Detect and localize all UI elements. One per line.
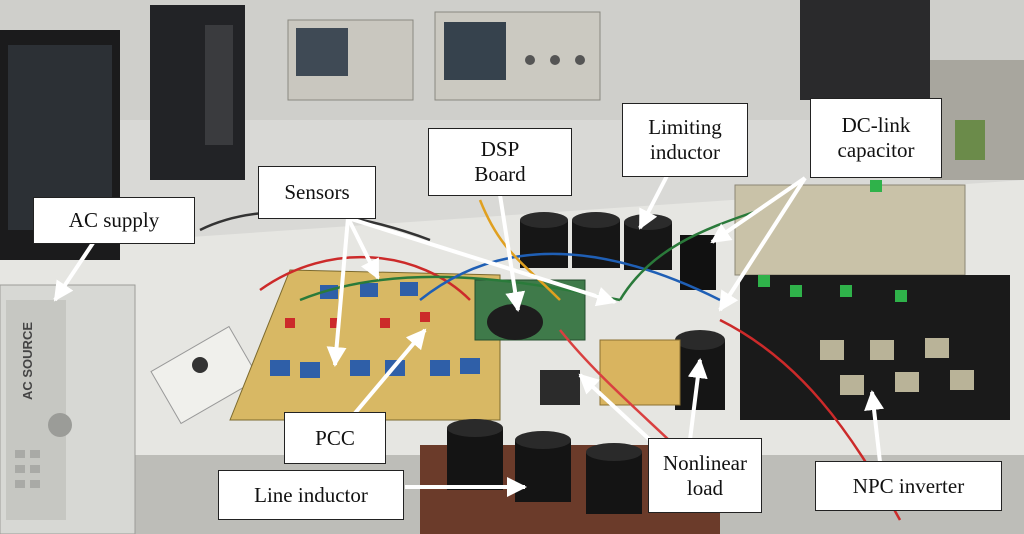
dc-link-capacitors: [675, 235, 725, 410]
oscilloscope-left-screen: [296, 28, 348, 76]
label-dc-link-capacitor: DC-link capacitor: [810, 98, 942, 178]
arrow-dsp-board: [498, 194, 526, 312]
scope-knob: [550, 55, 560, 65]
scope-knob: [575, 55, 585, 65]
annotation-arrows: [53, 169, 884, 497]
ac-source-marking: AC SOURCE: [20, 322, 35, 400]
arrow-nonlinear-load-2: [687, 358, 708, 441]
label-sensors: Sensors: [258, 166, 376, 219]
label-pcc: PCC: [284, 412, 386, 464]
label-limiting-inductor: Limiting inductor: [622, 103, 748, 177]
plug: [192, 357, 208, 373]
label-ac-supply: AC supply: [33, 197, 195, 244]
oscilloscope-right-screen: [444, 22, 506, 80]
label-nonlinear-load: Nonlinear load: [648, 438, 762, 513]
inverter-modules: [820, 338, 974, 395]
red-connectors: [285, 312, 430, 328]
ac-source-keypad: [15, 450, 40, 488]
arrow-limiting-inductor: [638, 169, 672, 230]
ac-source-knob: [48, 413, 72, 437]
nonlinear-load-board: [599, 339, 681, 406]
green-tags: [758, 180, 907, 302]
line-inductors: [447, 419, 642, 514]
label-line-inductor: Line inductor: [218, 470, 404, 520]
arrow-sensors-3: [347, 216, 617, 307]
arrow-dc-link-2: [718, 176, 807, 312]
arrow-ac-supply: [53, 238, 97, 302]
scope-knob: [525, 55, 535, 65]
arrow-npc-inverter: [864, 390, 884, 463]
sensor-board: [229, 269, 501, 421]
green-component: [955, 120, 985, 160]
arrow-nonlinear-load-1: [578, 373, 652, 442]
right-cabinet: [800, 0, 930, 100]
rectifier-bridge: [540, 370, 580, 405]
limiting-inductors: [520, 212, 672, 270]
pc-tower-front: [205, 25, 233, 145]
power-strip: [150, 325, 260, 425]
arrow-sensors-2: [326, 217, 350, 367]
label-npc-inverter: NPC inverter: [815, 461, 1002, 511]
arrow-pcc: [343, 328, 427, 427]
current-sensor: [487, 304, 543, 340]
arrow-sensors-1: [346, 217, 380, 280]
label-dsp-board: DSP Board: [428, 128, 572, 196]
arrow-dc-link-1: [710, 176, 807, 244]
